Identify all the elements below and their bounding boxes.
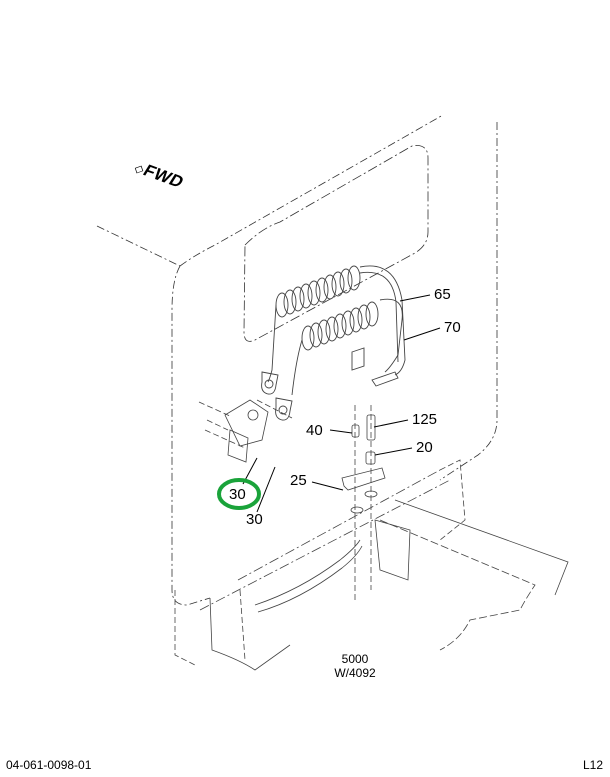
frame-rails	[174, 459, 569, 671]
callout-125[interactable]: 125	[412, 411, 438, 428]
page-reference: L12	[583, 758, 604, 772]
bracket-assembly-30	[198, 399, 293, 463]
coiled-hoses	[261, 265, 406, 421]
model-number: 5000	[341, 652, 369, 666]
callout-30[interactable]: 30	[246, 511, 263, 528]
model-label: 5000 W/4092	[320, 652, 390, 681]
callout-20[interactable]: 20	[416, 439, 433, 456]
coil-lower	[301, 301, 379, 351]
highlight-ring	[217, 478, 261, 510]
callout-70[interactable]: 70	[444, 319, 461, 336]
model-variant: W/4092	[334, 665, 376, 680]
callout-40[interactable]: 40	[306, 422, 323, 439]
callout-30-highlighted[interactable]: 30	[229, 486, 246, 503]
callout-65[interactable]: 65	[434, 286, 451, 303]
callout-25[interactable]: 25	[290, 472, 307, 489]
fitting-stack	[341, 405, 386, 600]
drawing-number: 04-061-0098-01	[6, 758, 92, 772]
coil-upper	[275, 265, 361, 318]
leader-lines	[242, 294, 441, 513]
cab-back-panel	[96, 114, 498, 606]
